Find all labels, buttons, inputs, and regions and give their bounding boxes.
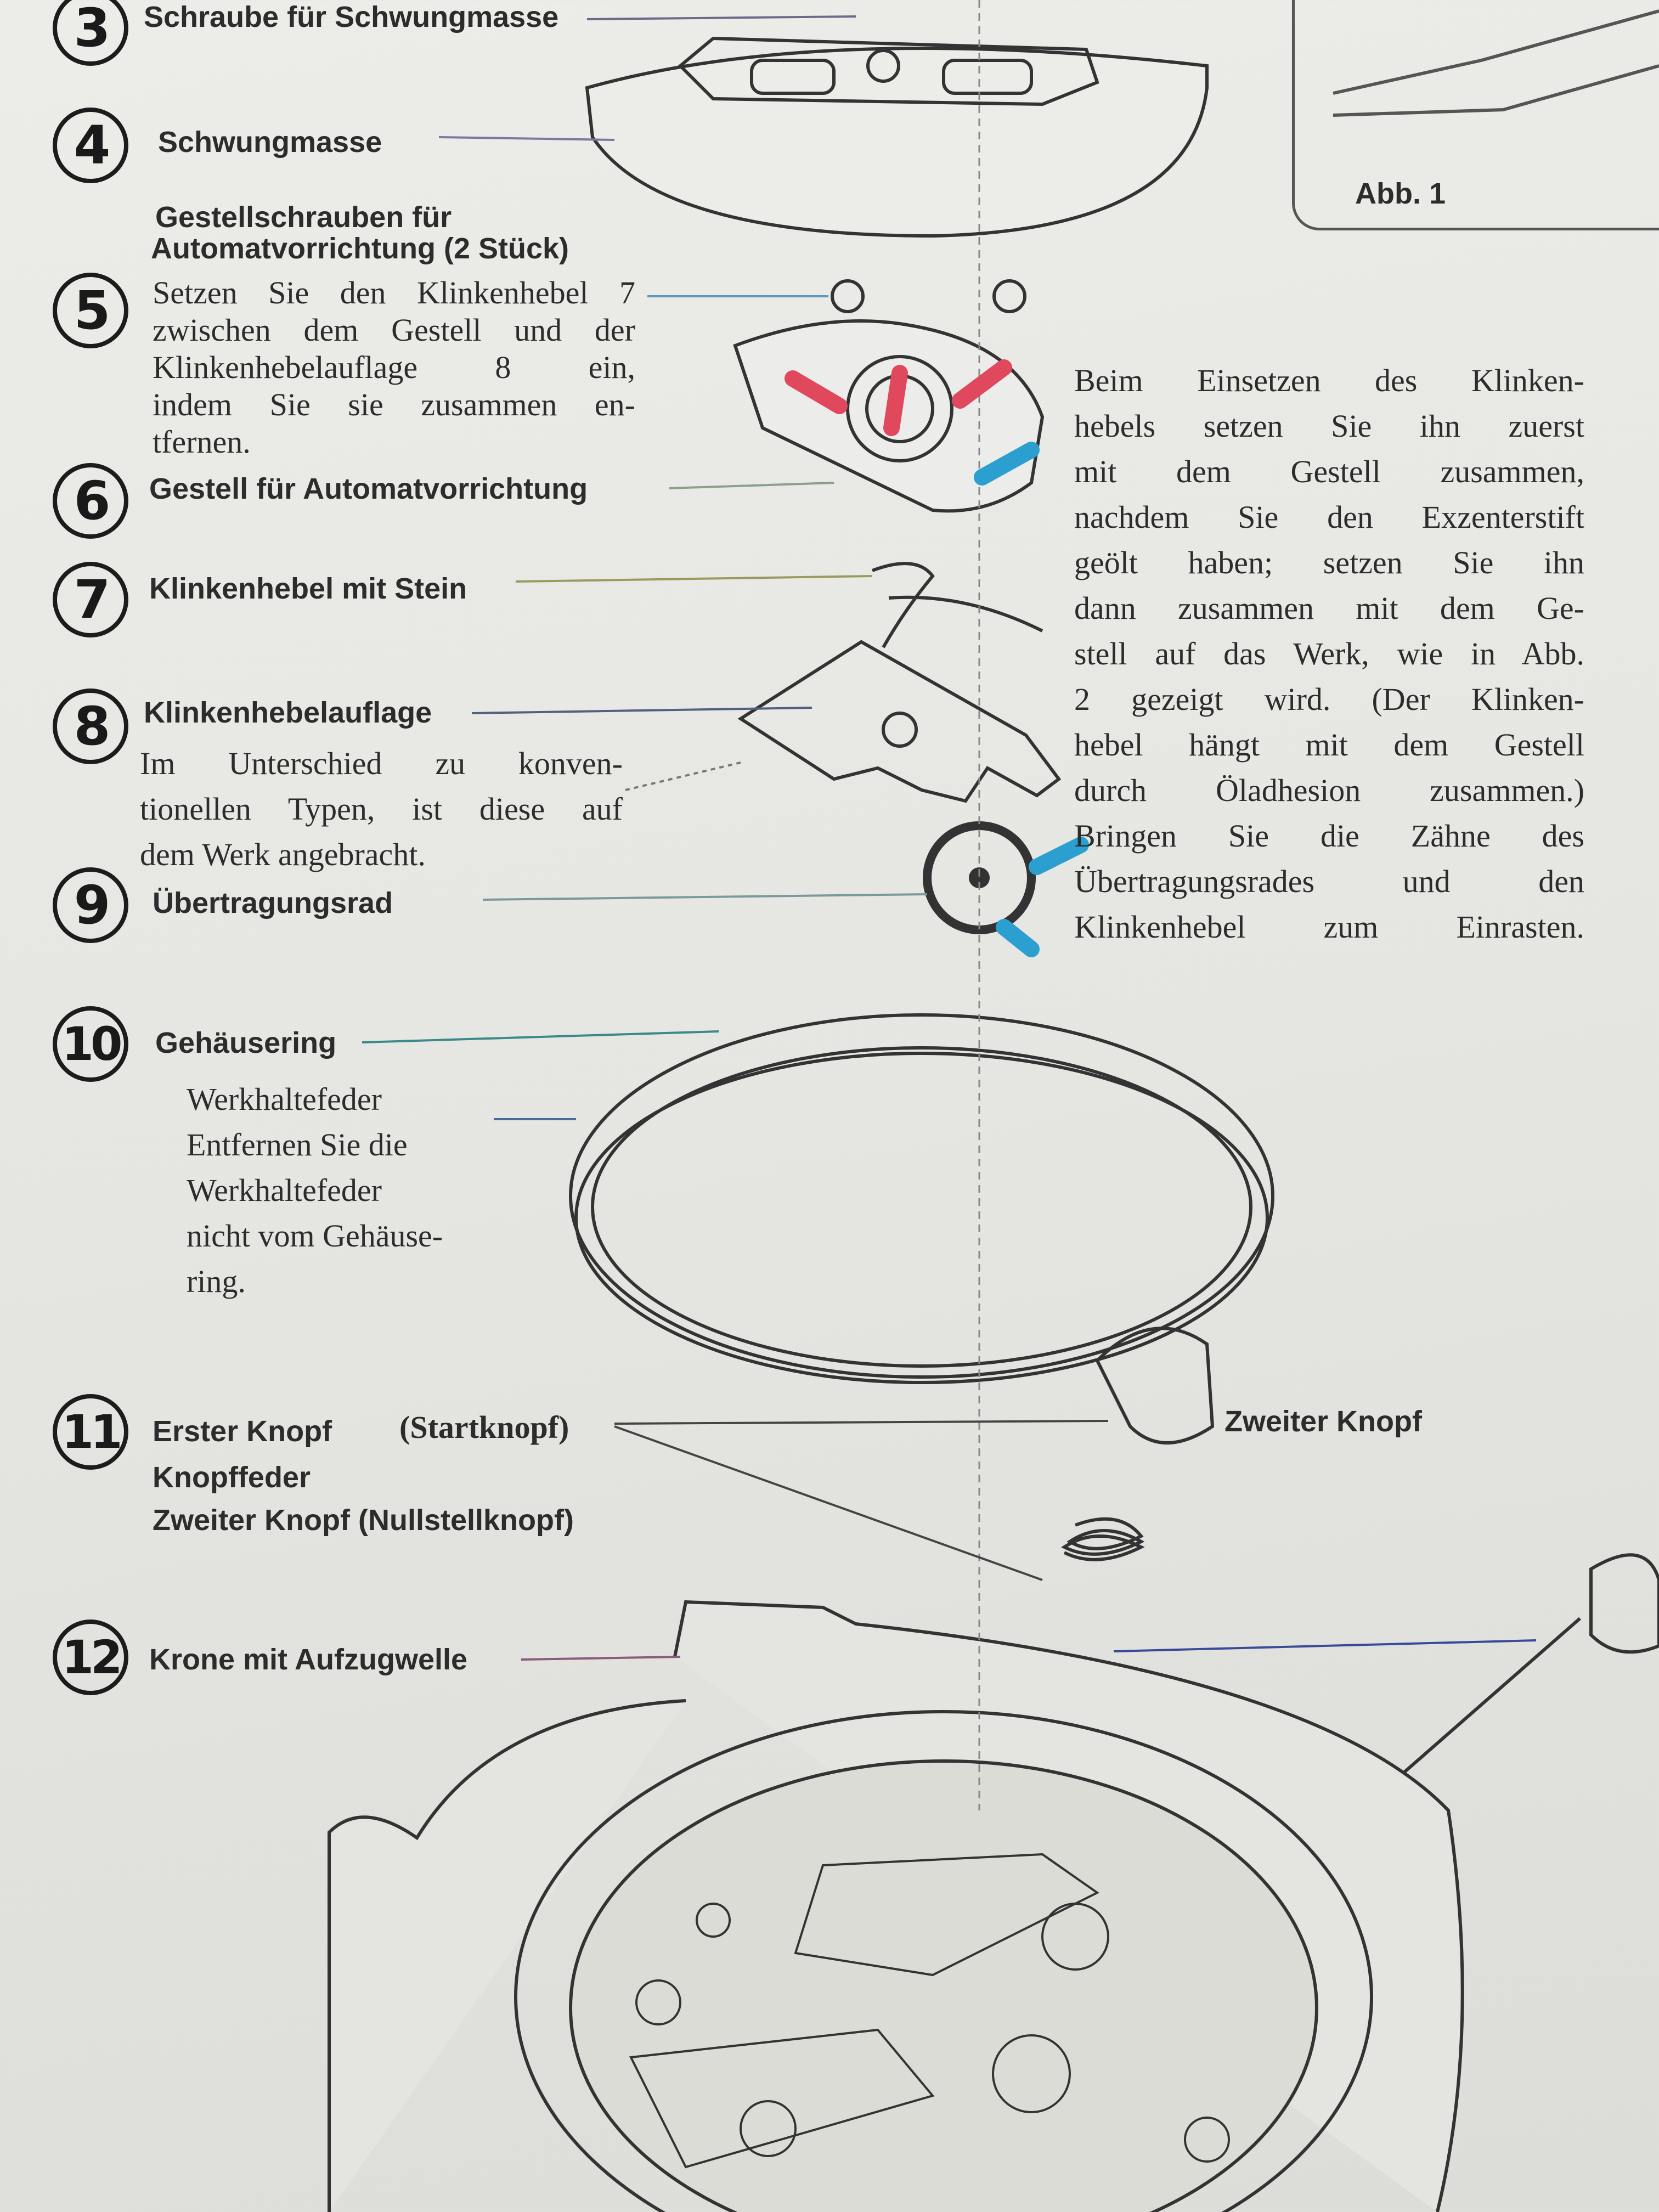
instruction-line: hebel hängt mit dem Gestell (1074, 727, 1584, 763)
figure-label: Abb. 1 (1355, 177, 1446, 210)
part-number-3: 3 (53, 0, 128, 66)
instruction-line: Klinkenhebel zum Einrasten. (1074, 909, 1584, 945)
blue-marker-mark (974, 442, 1089, 957)
instruction-line: Beim Einsetzen des Klinken- (1074, 363, 1584, 398)
instruction-line: nachdem Sie den Exzenterstift (1074, 499, 1584, 535)
step8-note-line: Im Unterschied zu konven- (140, 746, 623, 781)
start-button-label: (Startknopf) (399, 1409, 569, 1445)
part-label-7: Klinkenhebel mit Stein (149, 572, 467, 605)
case-spring-line: Entfernen Sie die (187, 1127, 408, 1163)
step5-text: Setzen Sie den Klinkenhebel 7 zwischen d… (153, 274, 635, 461)
pushbutton-drawing (1095, 1327, 1215, 1444)
second-button-label: Zweiter Knopf (Nullstellknopf) (153, 1504, 574, 1537)
instruction-line: 2 gezeigt wird. (Der Klinken- (1074, 681, 1584, 717)
part-label-8: Klinkenhebelauflage (144, 696, 432, 729)
screw-drawing (831, 279, 865, 313)
click-lever-drawing (871, 562, 1043, 648)
instruction-line: dann zusammen mit dem Ge- (1074, 590, 1584, 626)
part-label-12: Krone mit Aufzugwelle (149, 1643, 468, 1676)
step5-line: Klinkenhebelauflage 8 ein, (153, 349, 635, 385)
spring-drawing (1061, 1517, 1145, 1561)
second-button-callout: Zweiter Knopf (1224, 1405, 1422, 1438)
part-number-11: 11 (53, 1394, 128, 1470)
step5-line: tfernen. (153, 424, 251, 460)
instruction-line: Übertragungsrades und den (1074, 864, 1584, 899)
transfer-wheel-drawing (923, 821, 1036, 934)
case-spring-line: Werkhaltefeder (187, 1172, 382, 1208)
crown-drawing (1403, 1553, 1659, 1774)
rotor-drawing (585, 47, 1209, 238)
figure-frame (1292, 0, 1659, 230)
instruction-line: stell auf das Werk, wie in Abb. (1074, 636, 1584, 672)
part-number-7: 7 (53, 562, 128, 637)
part-number-10: 10 (53, 1006, 128, 1082)
part-label-10: Gehäusering (155, 1026, 337, 1059)
part-number-8: 8 (53, 689, 128, 764)
part-number-6: 6 (53, 463, 128, 539)
part-number-9: 9 (53, 867, 128, 943)
watch-case-drawing (328, 1600, 1464, 2212)
case-spring-line: nicht vom Gehäuse- (187, 1218, 443, 1254)
part-label-3: Schraube für Schwungmasse (144, 1, 559, 33)
step8-note: Im Unterschied zu konven- tionellen Type… (140, 741, 623, 877)
step5-line: zwischen dem Gestell und der (153, 312, 635, 348)
part-number-4: 4 (53, 108, 128, 183)
part-label-6: Gestell für Automatvorrichtung (149, 472, 588, 505)
instruction-text: Beim Einsetzen des Klinken- hebels setze… (1074, 358, 1584, 950)
case-spring-line: ring. (187, 1263, 246, 1299)
instruction-line: Bringen Sie die Zähne des (1074, 818, 1584, 854)
case-spring-line: Werkhaltefeder (187, 1081, 382, 1117)
part-label-11: Erster Knopf (153, 1415, 332, 1448)
part-number-5: 5 (53, 273, 128, 348)
part-number-12: 12 (53, 1620, 128, 1695)
step5-line: indem Sie sie zusammen en- (153, 387, 635, 422)
instruction-line: durch Öladhesion zusammen.) (1074, 772, 1584, 808)
frame-screws-line2: Automatvorrichtung (2 Stück) (151, 232, 569, 265)
part-label-4: Schwungmasse (158, 126, 382, 159)
step8-note-line: tionellen Typen, ist diese auf (140, 791, 623, 827)
instruction-line: geölt haben; setzen Sie ihn (1074, 545, 1584, 580)
case-ring-drawing (569, 1013, 1274, 1379)
step8-note-line: dem Werk angebracht. (140, 837, 426, 872)
step5-line: Setzen Sie den Klinkenhebel 7 (153, 275, 635, 311)
red-marker-mark (785, 359, 1012, 436)
instruction-line: hebels setzen Sie ihn zuerst (1074, 408, 1584, 444)
frame-screws-line1: Gestellschrauben für (155, 201, 452, 234)
lever-support-drawing (737, 640, 1062, 803)
button-spring-label: Knopffeder (153, 1461, 311, 1494)
case-spring-note: Werkhaltefeder Entfernen Sie die Werkhal… (187, 1076, 443, 1304)
part-label-9: Übertragungsrad (153, 887, 393, 919)
instruction-line: mit dem Gestell zusammen, (1074, 454, 1584, 489)
